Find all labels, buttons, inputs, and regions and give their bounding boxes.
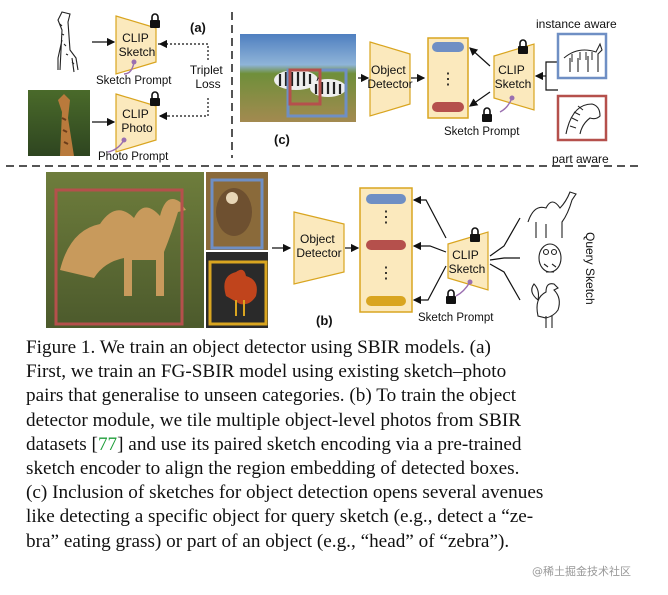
embedding-red <box>366 240 406 250</box>
zebra-part-sketch-icon <box>556 94 608 142</box>
embedding-ellipsis-c: ⋮ <box>440 71 456 88</box>
region-embeddings-b <box>359 187 413 313</box>
zebra-instance-sketch-icon <box>556 32 608 80</box>
owl-sketch-icon <box>538 243 562 273</box>
caption-line-4: detector module, we tile multiple object… <box>26 409 522 431</box>
panel-b: Object Detector ⋮ ⋮ CLIP Sketch Sketch P… <box>46 172 597 328</box>
caption-line-6: sketch encoder to align the region embed… <box>26 458 520 480</box>
watermark: @稀土掘金技术社区 <box>532 565 631 578</box>
caption-line-7: (c) Inclusion of sketches for object det… <box>26 482 544 504</box>
camel-sketch-icon <box>527 191 577 238</box>
caption-line-9: bra” eating grass) or part of an object … <box>26 530 510 552</box>
embedding-gold <box>366 296 406 306</box>
sketch-prompt-label-c: Sketch Prompt <box>444 126 520 138</box>
panel-a-label: (a) <box>190 20 206 35</box>
embedding-blue <box>366 194 406 204</box>
query-sketch-label: Query Sketch <box>583 232 597 305</box>
citation-link[interactable]: 77 <box>97 433 118 455</box>
clip-photo-label-a: CLIP Photo <box>121 107 153 135</box>
lock-icon <box>446 289 456 304</box>
caption-line-3: pairs that generalise to unseen categori… <box>26 385 517 407</box>
clip-sketch-label-c: CLIP Sketch <box>495 63 532 91</box>
object-detector-b <box>293 211 345 285</box>
object-detector-c <box>369 41 411 117</box>
zebra-photo <box>240 34 356 122</box>
caption-line-5-pre: datasets [ <box>26 433 98 455</box>
part-aware-label: part aware <box>552 152 609 166</box>
overview-figure: CLIP Sketch CLIP Photo Sketch Prompt Pho… <box>6 11 640 328</box>
panel-c-label: (c) <box>274 132 290 147</box>
lock-icon <box>150 13 160 28</box>
embedding-red <box>432 102 464 112</box>
lock-icon <box>470 227 480 242</box>
embedding-blue <box>432 42 464 52</box>
photo-prompt-label-a: Photo Prompt <box>98 151 169 163</box>
caption-line-8: like detecting a specific object for que… <box>26 506 534 528</box>
instance-aware-label: instance aware <box>536 17 617 31</box>
object-detector-label-b: Object Detector <box>296 232 341 260</box>
panel-b-label: (b) <box>316 313 333 328</box>
tiled-photos <box>46 172 268 328</box>
lock-icon <box>482 107 492 122</box>
panel-a: CLIP Sketch CLIP Photo Sketch Prompt Pho… <box>28 11 230 163</box>
giraffe-sketch-icon <box>57 11 79 73</box>
embedding-ellipsis-b2: ⋮ <box>378 265 394 282</box>
lock-icon <box>518 39 528 54</box>
panel-c: (c) Object Detector ⋮ CLIP Sketch Sketch… <box>240 17 617 166</box>
figure-caption: Figure 1. We train an object detector us… <box>26 336 646 554</box>
rooster-sketch-icon <box>531 283 560 328</box>
caption-line-5: datasets [77] and use its paired sketch … <box>26 433 646 457</box>
caption-line-1: Figure 1. We train an object detector us… <box>26 337 491 358</box>
sketch-prompt-label-a: Sketch Prompt <box>96 75 172 87</box>
caption-line-2: First, we train an FG-SBIR model using e… <box>26 361 507 383</box>
clip-sketch-label-a: CLIP Sketch <box>119 31 156 59</box>
clip-sketch-encoder-a <box>115 15 157 75</box>
clip-photo-encoder-a <box>115 93 157 153</box>
caption-line-5-post: ] and use its paired sketch encoding via… <box>117 433 522 455</box>
triplet-loss-label: Triplet Loss <box>190 63 226 91</box>
giraffe-photo <box>28 90 90 156</box>
clip-sketch-label-b: CLIP Sketch <box>449 248 486 276</box>
sketch-prompt-label-b: Sketch Prompt <box>418 312 494 324</box>
object-detector-label-c: Object Detector <box>367 63 412 91</box>
lock-icon <box>150 91 160 106</box>
embedding-ellipsis-b1: ⋮ <box>378 209 394 226</box>
